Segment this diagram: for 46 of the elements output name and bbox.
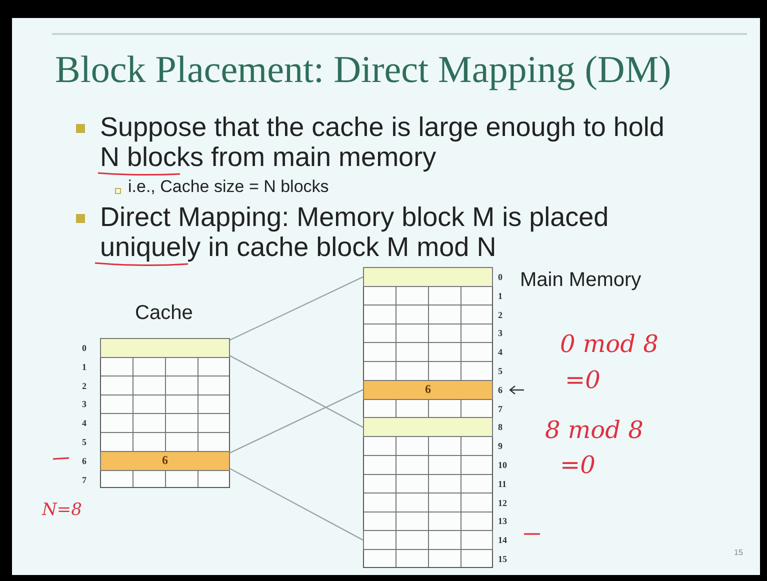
handwritten-note: 8 mod 8 xyxy=(545,416,644,444)
bullet-text: i.e., Cache size = N blocks xyxy=(128,177,329,197)
row-number: 4 xyxy=(498,347,502,358)
slide-title: Block Placement: Direct Mapping (DM) xyxy=(55,48,672,92)
row-number: 4 xyxy=(82,418,86,428)
bullet-text: Suppose that the cache is large enough to hold N blocks from main memory xyxy=(100,112,666,172)
row-number: 6 xyxy=(82,456,86,466)
handwritten-note: =0 xyxy=(560,451,596,479)
row-number: 3 xyxy=(498,328,502,338)
row-number: 7 xyxy=(82,474,86,485)
memory-block xyxy=(363,417,493,438)
connector-line xyxy=(230,468,364,541)
row-number: 3 xyxy=(82,399,86,410)
row-number: 1 xyxy=(82,362,86,372)
row-number: 9 xyxy=(498,441,502,452)
row-number: 2 xyxy=(498,310,502,320)
row-number: 7 xyxy=(498,404,502,414)
connector-line xyxy=(230,355,364,428)
handwritten-note: N=8 xyxy=(42,500,82,520)
row-number: 1 xyxy=(498,290,502,301)
row-number: 15 xyxy=(498,554,507,564)
memory-block xyxy=(363,267,493,287)
row-number: 8 xyxy=(498,422,502,432)
table-heading: Main Memory xyxy=(520,269,642,292)
handwritten-note: =0 xyxy=(565,366,600,394)
memory-block: 6 xyxy=(100,450,230,471)
memory-block xyxy=(100,338,230,358)
row-number: 2 xyxy=(82,380,86,391)
row-number: 6 xyxy=(498,384,502,395)
row-number: 14 xyxy=(498,535,507,546)
handwritten-note: 0 mod 8 xyxy=(560,330,658,358)
row-number: 11 xyxy=(498,478,507,489)
memory-block: 6 xyxy=(363,380,493,400)
row-number: 5 xyxy=(82,437,86,447)
connector-line xyxy=(230,276,364,341)
table-heading: Cache xyxy=(135,302,193,325)
row-number: 0 xyxy=(498,272,502,282)
row-number: 13 xyxy=(498,516,507,526)
row-number: 5 xyxy=(498,366,502,376)
memory-block xyxy=(363,530,493,550)
row-number: 12 xyxy=(498,498,507,508)
bullet-text: Direct Mapping: Memory block M is placed uniquely in cache block M mod N xyxy=(100,202,610,262)
connector-line xyxy=(230,389,364,454)
page-number: 15 xyxy=(734,548,743,557)
row-number: 0 xyxy=(82,343,86,353)
row-number: 10 xyxy=(498,460,507,470)
